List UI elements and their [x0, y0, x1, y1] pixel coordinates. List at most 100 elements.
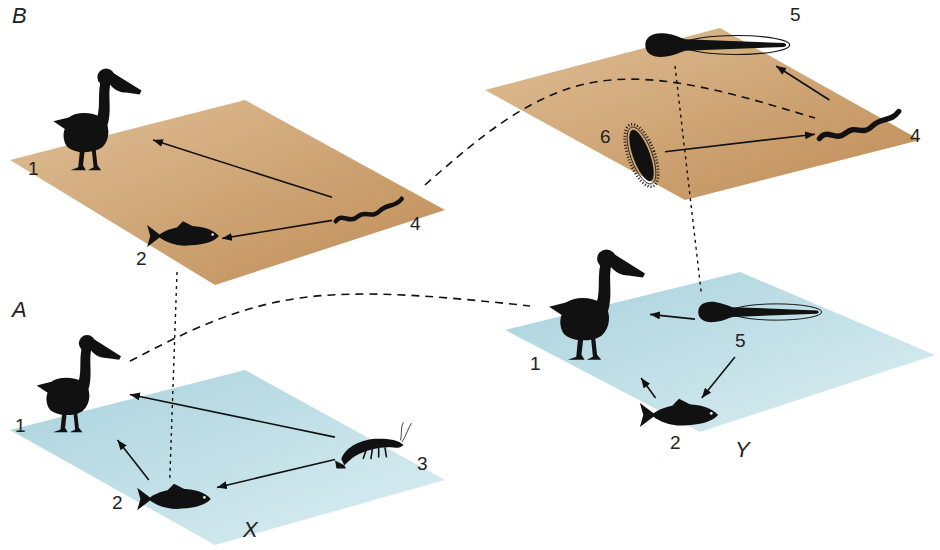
network-letter: X — [243, 518, 258, 542]
worm-body — [820, 112, 899, 139]
species-node: 2 — [132, 220, 222, 272]
feeding-arrow — [130, 394, 335, 437]
feeding-arrow — [650, 314, 695, 319]
ciliate-silhouette-group — [618, 120, 665, 191]
callout-number: 1 — [28, 158, 39, 180]
pelican-neck — [96, 81, 111, 127]
callout-number: 2 — [112, 492, 123, 514]
callout-number: 5 — [735, 330, 746, 352]
interlayer-link — [170, 272, 177, 480]
fish-silhouette — [134, 483, 214, 515]
ciliate-cilia — [618, 120, 665, 191]
worm-body — [336, 199, 402, 222]
callout-number: 1 — [15, 415, 26, 437]
interlayer-link — [130, 294, 530, 361]
fish-silhouette-group — [147, 221, 219, 247]
interlayer-link — [425, 79, 815, 185]
species-node: 5 — [695, 295, 825, 357]
species-node: 2 — [112, 480, 217, 520]
layer-letter: A — [12, 298, 27, 322]
layer-plane — [485, 28, 920, 200]
pelican-legs — [53, 411, 82, 432]
species-node: 4 — [332, 185, 427, 240]
pelican-legs — [71, 148, 102, 170]
fish-eye — [203, 496, 206, 499]
worm-silhouette — [815, 100, 905, 150]
ciliate-outline — [621, 124, 662, 188]
tadpole-body — [645, 33, 786, 57]
species-node: 6 — [600, 118, 665, 193]
species-node: 4 — [815, 100, 930, 155]
pelican-neck — [595, 263, 612, 313]
feeding-arrow — [222, 220, 332, 238]
fish-silhouette-group — [137, 484, 211, 510]
shrimp-antennae — [401, 422, 412, 442]
callout-number: 4 — [410, 213, 421, 235]
callout-number: 1 — [530, 353, 541, 375]
layer-letter: B — [12, 4, 27, 28]
species-node: 1 — [530, 238, 650, 378]
species-node: 3 — [335, 415, 435, 480]
fish-fin — [177, 221, 194, 227]
layer-plane — [10, 370, 445, 545]
ciliate-body — [624, 127, 658, 184]
fish-eye — [211, 233, 213, 235]
shrimp-silhouette-group — [335, 422, 411, 468]
ciliate-silhouette — [618, 118, 665, 193]
shrimp-tail — [335, 461, 346, 469]
callout-number: 2 — [136, 248, 147, 270]
tadpole-silhouette — [695, 295, 825, 329]
species-node: 2 — [630, 398, 725, 458]
pelican-silhouette-group — [53, 69, 141, 171]
callout-number: 6 — [600, 126, 611, 148]
callout-number: 5 — [790, 4, 801, 26]
feeding-arrow — [641, 378, 656, 398]
pelican-beak — [90, 338, 121, 360]
shrimp-body — [341, 439, 403, 466]
fish-silhouette-group — [640, 399, 718, 427]
network-letter: Y — [735, 438, 750, 462]
species-node: 1 — [28, 58, 153, 182]
feeding-arrow — [665, 134, 815, 152]
fish-silhouette — [144, 220, 222, 252]
feeding-arrow — [153, 140, 332, 197]
tadpole-silhouette — [640, 26, 795, 64]
worm-silhouette-group — [820, 112, 899, 139]
fish-body — [137, 488, 211, 510]
pelican-legs — [568, 336, 601, 360]
species-node: 5 — [640, 4, 815, 66]
feeding-arrow — [702, 357, 735, 398]
fish-eye — [710, 412, 713, 415]
shrimp-legs — [363, 447, 386, 459]
pelican-neck — [77, 347, 92, 391]
feeding-arrow — [118, 440, 149, 480]
feeding-arrow — [217, 459, 335, 487]
pelican-silhouette — [43, 58, 148, 173]
worm-silhouette — [332, 185, 407, 235]
interlayer-link — [675, 66, 702, 295]
pelican-silhouette-group — [37, 335, 121, 432]
pelican-silhouette — [540, 238, 650, 363]
tadpole-body — [698, 302, 818, 322]
tadpole-silhouette-group — [645, 33, 789, 57]
pelican-beak — [109, 71, 142, 94]
feeding-arrow — [776, 66, 829, 100]
species-node: 1 — [15, 325, 130, 440]
callout-number: 3 — [417, 453, 428, 475]
callout-number: 2 — [670, 432, 681, 454]
fish-fin — [168, 484, 186, 490]
shrimp-silhouette — [335, 415, 413, 475]
tadpole-silhouette-group — [698, 302, 822, 322]
fish-fin — [672, 399, 691, 406]
callout-number: 4 — [910, 125, 921, 147]
pelican-silhouette-group — [549, 249, 645, 359]
pelican-silhouette — [27, 325, 127, 435]
fish-body — [640, 403, 718, 427]
fish-body — [147, 225, 219, 247]
worm-silhouette-group — [336, 199, 402, 222]
pelican-beak — [610, 253, 645, 278]
